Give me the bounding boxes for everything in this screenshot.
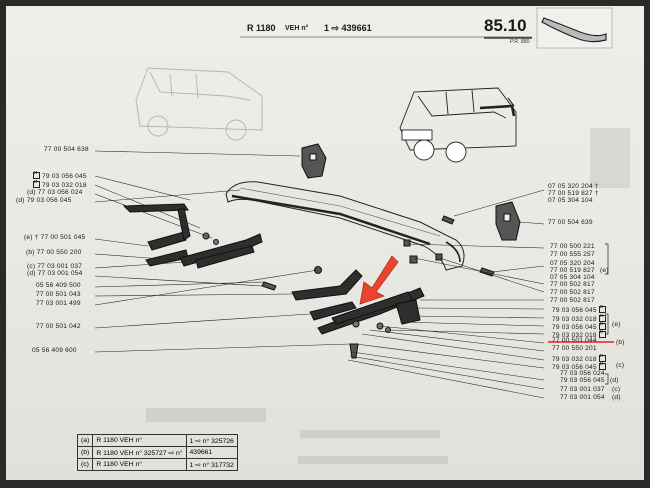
- page-sub: P.R. 880: [510, 39, 530, 45]
- leader-lines-left: [94, 150, 351, 353]
- left-bracket-assembly: [122, 203, 263, 269]
- ghost-text-blocks: [146, 128, 630, 464]
- left-label: 79 03 032 018: [33, 179, 87, 190]
- right-label: 77 00 519 827 †: [548, 190, 599, 197]
- header-veh-label: VEH n°: [285, 25, 309, 32]
- side-tag: (d): [612, 394, 621, 401]
- leader-lines-right: [347, 189, 545, 399]
- right-label: 77 00 504 639: [548, 219, 593, 226]
- left-label: 77 00 501 043: [36, 291, 81, 298]
- right-label: 77 00 500 221: [550, 243, 595, 250]
- left-label: 77 00 504 638: [44, 146, 89, 153]
- right-label: 07 05 320 204: [550, 260, 595, 267]
- ref-range: 1 ⇨ n° 317732: [185, 458, 238, 471]
- right-label: 77 00 502 817: [550, 289, 595, 296]
- ref-range: 439661: [185, 446, 238, 459]
- right-label: 77 00 550 201: [552, 345, 597, 352]
- side-tag: (c): [616, 362, 625, 369]
- right-label: 79 03 056 045: [560, 377, 605, 384]
- right-label: 77 03 001 037: [560, 386, 605, 393]
- bumper-end-cap-left: [301, 143, 327, 179]
- ref-tag: (a): [76, 434, 94, 447]
- right-label: 07 05 304 104: [548, 197, 593, 204]
- bumper-end-cap-right: [495, 201, 521, 241]
- right-label: 77 03 056 024: [560, 370, 605, 377]
- right-label: 07 05 320 204 †: [548, 183, 599, 190]
- side-tag: (e): [612, 321, 621, 328]
- left-label: (d) 77 03 001 054: [27, 270, 83, 277]
- ref-tag: (c): [76, 458, 94, 471]
- rear-bumper: [225, 181, 465, 271]
- table-row: (a) R 1180 VEH n° 1 ⇨ n° 325726: [76, 434, 238, 447]
- right-label: 77 00 555 257: [550, 251, 595, 258]
- right-label: 07 05 304 104: [550, 274, 595, 281]
- box-marker-icon: [33, 179, 40, 188]
- right-label: 77 03 001 054: [560, 394, 605, 401]
- right-label: 77 00 502 817: [550, 281, 595, 288]
- bumper-thumbnail-icon: [536, 7, 613, 49]
- table-row: (b) R 1180 VEH n° 325727 ⇨ n° 439661: [76, 446, 238, 459]
- right-label: 79 03 032 018: [552, 329, 608, 340]
- left-label: 05 56 409 500: [36, 282, 81, 289]
- box-marker-icon: [598, 361, 606, 370]
- paper-sheet: [6, 6, 644, 480]
- left-label: (d) 79 03 056 045: [16, 197, 72, 204]
- left-label: 77 03 001 499: [36, 300, 81, 307]
- side-tag: (c): [612, 386, 621, 393]
- right-label: 77 00 519 827: [550, 267, 595, 274]
- left-label: (e) † 77 00 501 045: [24, 234, 86, 241]
- red-arrow-pointer-icon: [359, 255, 399, 305]
- side-tag: (e): [600, 267, 609, 274]
- side-tag: (b): [616, 339, 625, 346]
- left-label: (b) 77 00 550 200: [26, 249, 82, 256]
- left-label: 79 03 056 045: [33, 170, 87, 181]
- ref-tag: (b): [76, 446, 94, 459]
- right-label: 79 03 056 045: [552, 361, 608, 372]
- car-sketch-faint: [135, 67, 263, 141]
- box-marker-icon: [598, 329, 606, 338]
- right-braces: [605, 243, 609, 385]
- ref-model: R 1180 VEH n°: [92, 434, 187, 447]
- page-code: 85.10: [484, 16, 527, 35]
- center-bracket-assembly: [291, 269, 425, 335]
- header-serial-range: 1 ⇨ 439661: [324, 23, 372, 33]
- car-sketch: [399, 87, 517, 163]
- reference-table: (a) R 1180 VEH n° 1 ⇨ n° 325726 (b) R 11…: [76, 434, 238, 471]
- left-label: (d) 77 03 056 024: [27, 189, 83, 196]
- ref-model: R 1180 VEH n° 325727 ⇨ n°: [92, 446, 187, 459]
- right-label-highlighted: 77 00 501 044: [552, 337, 597, 344]
- left-label: 05 56 409 600: [32, 347, 77, 354]
- left-label: (c) 77 03 001 037: [27, 263, 83, 270]
- side-tag: (d): [610, 377, 619, 384]
- ref-model: R 1180 VEH n°: [92, 458, 187, 471]
- table-row: (c) R 1180 VEH n° 1 ⇨ n° 317732: [76, 458, 238, 471]
- ref-range: 1 ⇨ n° 325726: [185, 434, 238, 447]
- left-label: 77 00 501 042: [36, 323, 81, 330]
- header-model: R 1180: [247, 23, 276, 33]
- right-label: 77 00 502 817: [550, 297, 595, 304]
